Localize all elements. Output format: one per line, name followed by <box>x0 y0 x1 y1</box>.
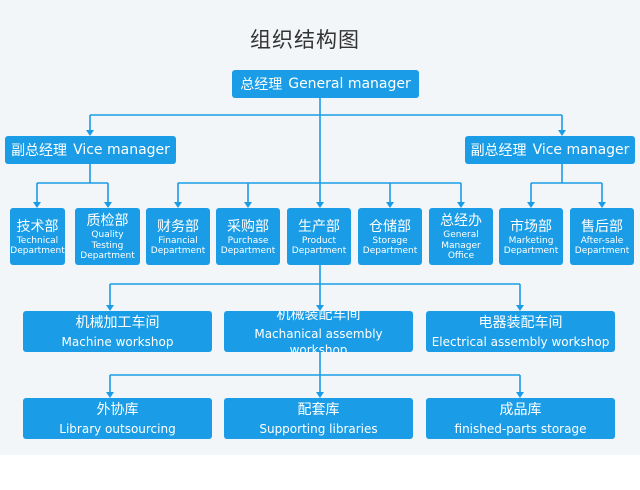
dept-name-zh: 售后部 <box>581 218 623 235</box>
dept-name-en: Marketing Department <box>503 235 559 257</box>
dept-name-en: Product Department <box>291 235 347 257</box>
vice-manager-en: Vice manager <box>73 142 170 158</box>
arrowhead <box>516 392 524 398</box>
storage-name-en: Library outsourcing <box>59 421 176 436</box>
workshop-mechanical-assembly-box: 机械装配车间 Machanical assembly workshop <box>224 311 413 352</box>
storage-name-zh: 外协库 <box>96 401 139 418</box>
storage-outsourcing-box: 外协库 Library outsourcing <box>23 398 212 439</box>
storage-name-en: Supporting libraries <box>259 421 378 436</box>
arrowhead <box>86 130 94 136</box>
workshop-name-zh: 机械装配车间 <box>276 311 361 323</box>
general-manager-box: 总经理 General manager <box>232 70 419 98</box>
dept-technical-box: 技术部 Technical Department <box>10 208 65 265</box>
vice-manager-left-box: 副总经理 Vice manager <box>5 136 176 164</box>
dept-name-en: Storage Department <box>362 235 418 257</box>
dept-name-zh: 生产部 <box>298 218 340 235</box>
dept-name-en: After-sale Department <box>574 235 630 257</box>
storage-finished-parts-box: 成品库 finished-parts storage <box>426 398 615 439</box>
storage-name-zh: 配套库 <box>297 401 340 418</box>
dept-name-en: Technical Department <box>10 235 65 257</box>
workshop-name-zh: 机械加工车间 <box>75 314 160 331</box>
arrowhead <box>104 202 112 208</box>
dept-financial-box: 财务部 Financial Department <box>146 208 210 265</box>
vice-manager-right-box: 副总经理 Vice manager <box>465 136 635 164</box>
dept-product-box: 生产部 Product Department <box>287 208 351 265</box>
dept-name-en: Quality Testing Department <box>80 230 135 262</box>
workshop-name-en: Machine workshop <box>61 334 174 349</box>
storage-supporting-box: 配套库 Supporting libraries <box>224 398 413 439</box>
dept-name-en: Purchase Department <box>220 235 276 257</box>
arrowhead <box>558 130 566 136</box>
arrowhead <box>386 202 394 208</box>
dept-name-zh: 采购部 <box>227 218 269 235</box>
arrowhead <box>316 392 324 398</box>
workshop-machine-box: 机械加工车间 Machine workshop <box>23 311 212 352</box>
arrowhead <box>316 305 324 311</box>
arrowhead <box>244 202 252 208</box>
arrowhead <box>174 202 182 208</box>
dept-name-zh: 质检部 <box>86 213 129 230</box>
org-chart: 组织结构图 总经理 General manager 副总经理 Vice mana… <box>0 0 640 455</box>
arrowhead <box>527 202 535 208</box>
dept-quality-box: 质检部 Quality Testing Department <box>75 208 140 265</box>
dept-after-sale-box: 售后部 After-sale Department <box>570 208 634 265</box>
dept-purchase-box: 采购部 Purchase Department <box>216 208 280 265</box>
chart-title: 组织结构图 <box>250 28 360 52</box>
dept-name-zh: 仓储部 <box>369 218 411 235</box>
vice-manager-zh: 副总经理 <box>11 143 68 159</box>
dept-name-zh: 技术部 <box>16 218 59 235</box>
general-manager-zh: 总经理 <box>240 77 283 93</box>
arrowhead <box>33 202 41 208</box>
arrowhead <box>457 202 465 208</box>
dept-gm-office-box: 总经办 General Manager Office <box>429 208 493 265</box>
workshop-electrical-assembly-box: 电器装配车间 Electrical assembly workshop <box>426 311 615 352</box>
dept-name-en: General Manager Office <box>441 230 481 262</box>
workshop-name-zh: 电器装配车间 <box>478 314 563 331</box>
arrowhead <box>106 392 114 398</box>
workshop-name-en: Electrical assembly workshop <box>431 334 610 349</box>
storage-name-en: finished-parts storage <box>454 421 587 436</box>
arrowhead <box>598 202 606 208</box>
dept-name-en: Financial Department <box>150 235 206 257</box>
arrowhead <box>516 305 524 311</box>
vice-manager-en: Vice manager <box>532 142 630 158</box>
dept-name-zh: 财务部 <box>157 218 199 235</box>
workshop-name-en: Machanical assembly workshop <box>254 326 383 353</box>
arrowhead <box>316 202 324 208</box>
storage-name-zh: 成品库 <box>499 401 542 418</box>
dept-storage-box: 仓储部 Storage Department <box>358 208 422 265</box>
arrowhead <box>106 305 114 311</box>
dept-marketing-box: 市场部 Marketing Department <box>499 208 563 265</box>
dept-name-zh: 总经办 <box>440 213 482 230</box>
general-manager-en: General manager <box>288 76 411 92</box>
connector-lines <box>33 98 606 398</box>
dept-name-zh: 市场部 <box>510 218 552 235</box>
vice-manager-zh: 副总经理 <box>470 143 527 159</box>
